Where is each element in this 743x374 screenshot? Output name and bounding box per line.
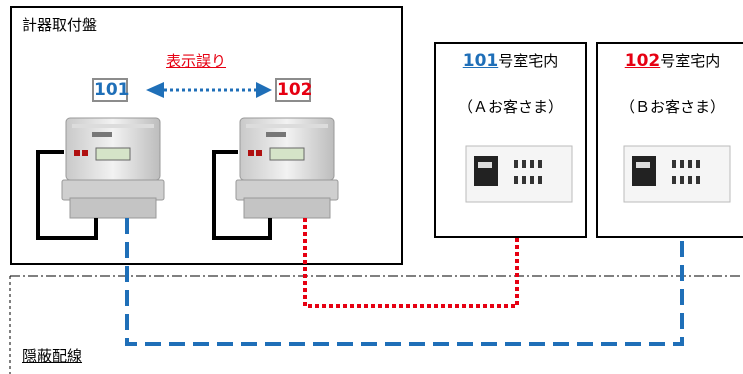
meter-number-101: 101 bbox=[92, 78, 130, 102]
hidden-area-boundary bbox=[9, 275, 743, 374]
room-102-title: 102号室宅内 bbox=[598, 50, 743, 71]
meter-panel-frame bbox=[10, 6, 403, 265]
room-101-title: 101号室宅内 bbox=[436, 50, 585, 71]
meter-panel-title: 計器取付盤 bbox=[22, 16, 98, 34]
room-101-number: 101 bbox=[462, 51, 499, 71]
hidden-wiring-label: 隠蔽配線 bbox=[22, 347, 83, 365]
room-101-suffix: 号室宅内 bbox=[498, 52, 559, 70]
meter-left-icon bbox=[36, 117, 165, 240]
swap-arrow bbox=[146, 82, 272, 98]
breaker-box-101-icon bbox=[465, 145, 573, 203]
room-102-number: 102 bbox=[624, 51, 661, 71]
breaker-box-102-icon bbox=[623, 145, 731, 203]
display-error-label: 表示誤り bbox=[166, 52, 227, 70]
red-wire bbox=[303, 218, 519, 308]
meter-number-102: 102 bbox=[275, 78, 313, 102]
room-101-box: 101号室宅内 （Ａお客さま） bbox=[434, 42, 587, 238]
meter-right-icon bbox=[212, 117, 339, 240]
room-102-box: 102号室宅内 （Ｂお客さま） bbox=[596, 42, 743, 238]
blue-wire bbox=[125, 218, 684, 346]
room-101-customer: （Ａお客さま） bbox=[457, 98, 563, 116]
room-102-customer: （Ｂお客さま） bbox=[619, 98, 725, 116]
room-102-suffix: 号室宅内 bbox=[660, 52, 721, 70]
